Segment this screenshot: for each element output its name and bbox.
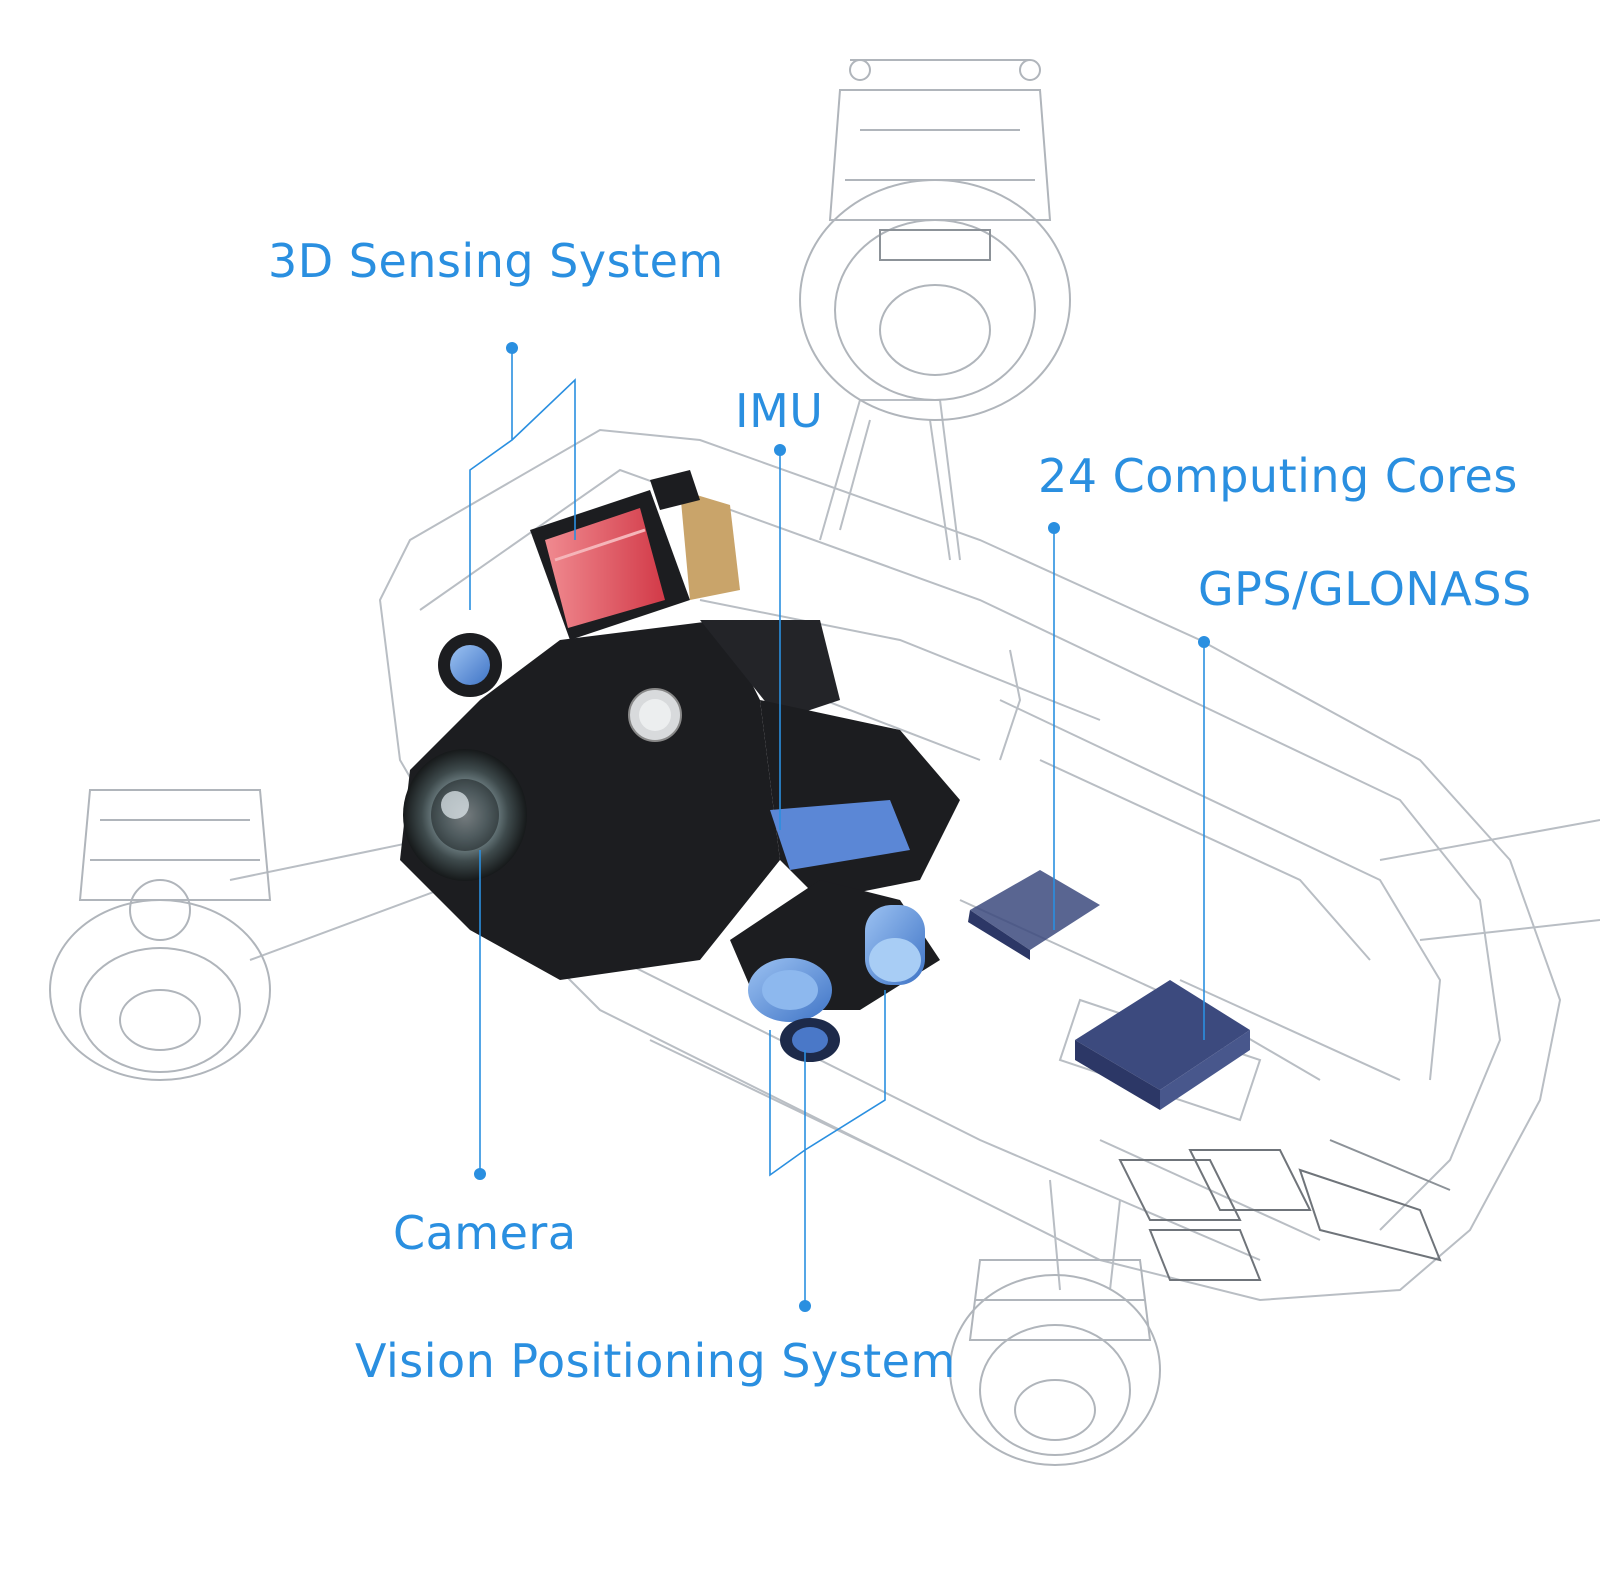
gps-module bbox=[1075, 980, 1250, 1110]
label-gps-glonass: GPS/GLONASS bbox=[1198, 562, 1532, 616]
computing-cores-chip bbox=[968, 870, 1100, 960]
callout-leaders bbox=[469, 350, 1205, 1306]
dot-vision-positioning bbox=[799, 1300, 811, 1312]
dot-gps bbox=[1198, 636, 1210, 648]
label-camera: Camera bbox=[393, 1206, 577, 1260]
motor-left bbox=[49, 789, 272, 1081]
leader-vision-positioning-b bbox=[769, 1030, 806, 1177]
label-3d-sensing-system: 3D Sensing System bbox=[268, 234, 724, 288]
callout-dots bbox=[474, 342, 1210, 1312]
leader-vision-positioning-c bbox=[804, 990, 886, 1151]
gimbal-camera bbox=[400, 620, 960, 980]
label-vision-positioning-system: Vision Positioning System bbox=[355, 1334, 956, 1388]
leader-3d-sensing bbox=[469, 350, 513, 610]
motor-top bbox=[799, 59, 1071, 421]
dot-computing-cores bbox=[1048, 522, 1060, 534]
label-computing-cores: 24 Computing Cores bbox=[1038, 449, 1518, 503]
dot-3d-sensing bbox=[506, 342, 518, 354]
dot-imu bbox=[774, 444, 786, 456]
vision-positioning-module bbox=[730, 880, 940, 1062]
label-imu: IMU bbox=[735, 384, 824, 438]
dot-camera bbox=[474, 1168, 486, 1180]
motor-bottom bbox=[949, 1259, 1161, 1466]
leader-3d-sensing-b bbox=[511, 378, 576, 540]
